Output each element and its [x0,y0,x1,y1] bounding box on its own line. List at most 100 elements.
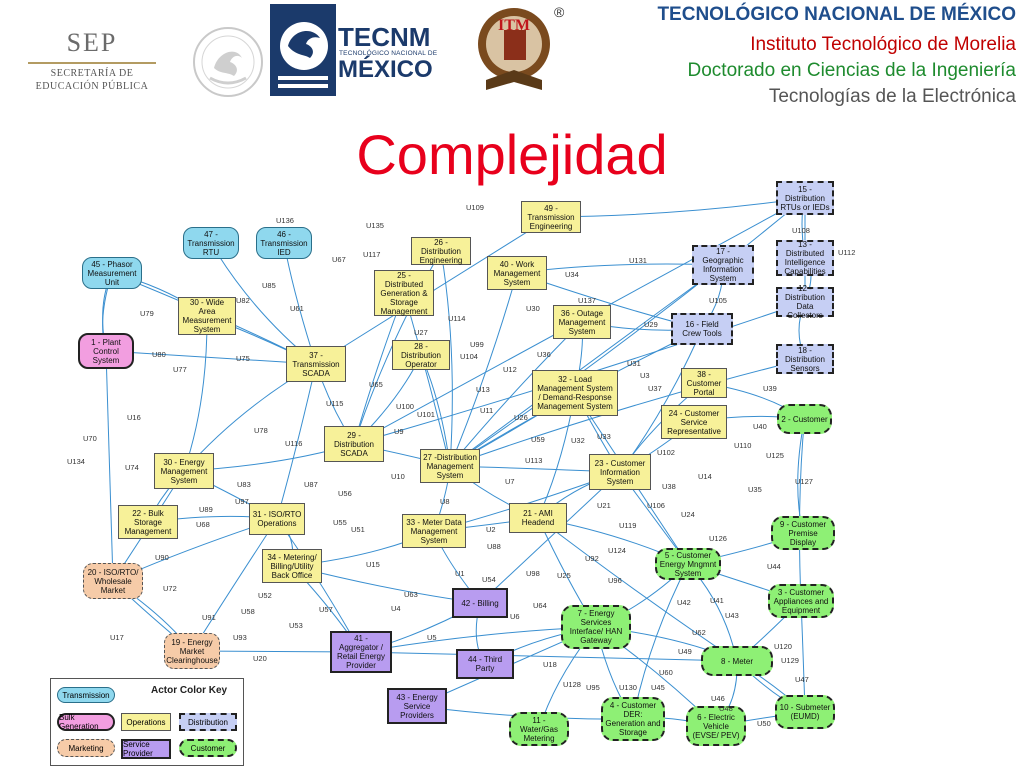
edge-n31-n19 [191,518,278,652]
tecnm-logo: TECNM TECNOLÓGICO NACIONAL DE MÉXICO [268,0,453,100]
node-n4: 4 - Customer DER: Generation and Storage [601,697,665,741]
node-n38: 38 - Customer Portal [681,368,727,398]
edge-label: U31 [627,359,641,368]
sep-logo-text: SEP [66,28,118,57]
edge-label: U11 [480,406,494,415]
header-line-campus: Instituto Tecnológico de Morelia [750,34,1016,55]
node-n24: 24 - Customer Service Representative [661,405,727,439]
edge-label: U58 [241,607,255,616]
edge-label: U110 [734,441,752,450]
sep-logo: SEP SECRETARÍA DE EDUCACIÓN PÚBLICA [22,28,162,94]
edge-label: U80 [152,350,166,359]
node-n8: 8 - Meter [701,646,773,676]
node-n22: 22 - Bulk Storage Management [118,505,178,539]
edge-label: U60 [659,668,673,677]
edge-label: U51 [351,525,365,534]
legend-item-operations: Operations [121,713,171,731]
edge-label: U49 [678,647,692,656]
edge-label: U17 [110,633,124,642]
edge-label: U89 [199,505,213,514]
edge-label: U83 [237,480,251,489]
edge-label: U3 [640,371,650,380]
edge-n49-n15 [550,195,806,218]
edge-label: U136 [276,216,294,225]
node-n31: 31 - ISO/RTO Operations [249,503,305,535]
edge-label: U135 [366,221,384,230]
edge-label: U67 [332,255,346,264]
edge-label: U30 [526,304,540,313]
node-n40: 40 - Work Management System [487,256,547,290]
edge-label: U129 [781,656,799,665]
node-n28: 28 - Distribution Operator [392,340,450,370]
edge-label: U7 [505,477,515,486]
header-line-institution: TECNOLÓGICO NACIONAL DE MÉXICO [657,4,1016,25]
edge-label: U43 [725,611,739,620]
edge-label: U48 [719,704,733,713]
edge-label: U37 [648,384,662,393]
edge-label: U70 [83,434,97,443]
edge-label: U105 [709,296,727,305]
edge-label: U65 [369,380,383,389]
edge-label: U99 [470,340,484,349]
edge-label: U92 [585,554,599,563]
page-title: Complejidad [356,123,668,186]
edge-label: U112 [838,248,856,257]
edge-label: U100 [396,402,414,411]
node-n46: 46 - Transmission IED [256,227,312,259]
edge-label: U82 [236,296,250,305]
edge-label: U52 [258,591,272,600]
node-n30: 30 - Wide Area Measurement System [178,297,236,335]
node-n12: 12 - Distribution Data Collectors [776,284,834,320]
node-n34: 34 - Metering/ Billing/Utility Back Offi… [262,549,322,583]
node-n41: 41 - Aggregator / Retail Energy Provider [330,631,392,673]
edge-label: U59 [531,435,545,444]
legend-item-customer: Customer [179,739,237,757]
tecnm-eagle-icon [270,4,336,96]
edge-label: U36 [537,350,551,359]
edge-label: U13 [476,385,490,394]
edge-label: U120 [774,642,792,651]
node-n27: 27 -Distribution Management System [420,449,480,483]
edge-label: U2 [486,525,496,534]
edge-label: U45 [651,683,665,692]
edge-label: U115 [326,399,344,408]
edge-label: U119 [619,521,637,530]
edge-label: U131 [629,256,647,265]
legend-item-distribution: Distribution [179,713,237,731]
edge-label: U125 [766,451,784,460]
edge-label: U72 [163,584,177,593]
edge-label: U98 [526,569,540,578]
itm-logo-text: ITM [498,17,530,34]
node-n19: 19 - Energy Market Clearinghouse [164,633,220,669]
edge-label: U21 [597,501,611,510]
node-n45: 45 - Phasor Measurement Unit [82,257,142,289]
node-n13: 13 - Distributed Intelligence Capabiliti… [776,240,834,276]
node-n5: 5 - Customer Energy Mngmnt System [655,548,721,580]
edge-label: U15 [366,560,380,569]
edge-label: U90 [155,553,169,562]
node-n43: 43 - Energy Service Providers [387,688,447,724]
edge-label: U26 [514,413,528,422]
edge-label: U8 [440,497,450,506]
edge-label: U12 [503,365,517,374]
edge-label: U113 [525,456,543,465]
edge-label: U35 [748,485,762,494]
itm-logo: ITM [478,8,550,90]
edge-label: U102 [657,448,675,457]
node-n32: 32 - Load Management System / Demand-Res… [532,370,618,416]
edge-label: U33 [597,432,611,441]
edge-label: U42 [677,598,691,607]
edge-n5-n4 [631,563,689,720]
edge-label: U85 [262,281,276,290]
edge-label: U114 [448,314,466,323]
edge-label: U64 [533,601,547,610]
edge-label: U88 [487,542,501,551]
edge-label: U101 [417,410,435,419]
edge-label: U57 [319,605,333,614]
edge-n30-n30e [182,315,208,472]
node-n9: 9 - Customer Premise Display [771,516,835,550]
edge-label: U41 [710,596,724,605]
edge-label: U63 [404,590,418,599]
node-n36: 36 - Outage Management System [553,305,611,339]
